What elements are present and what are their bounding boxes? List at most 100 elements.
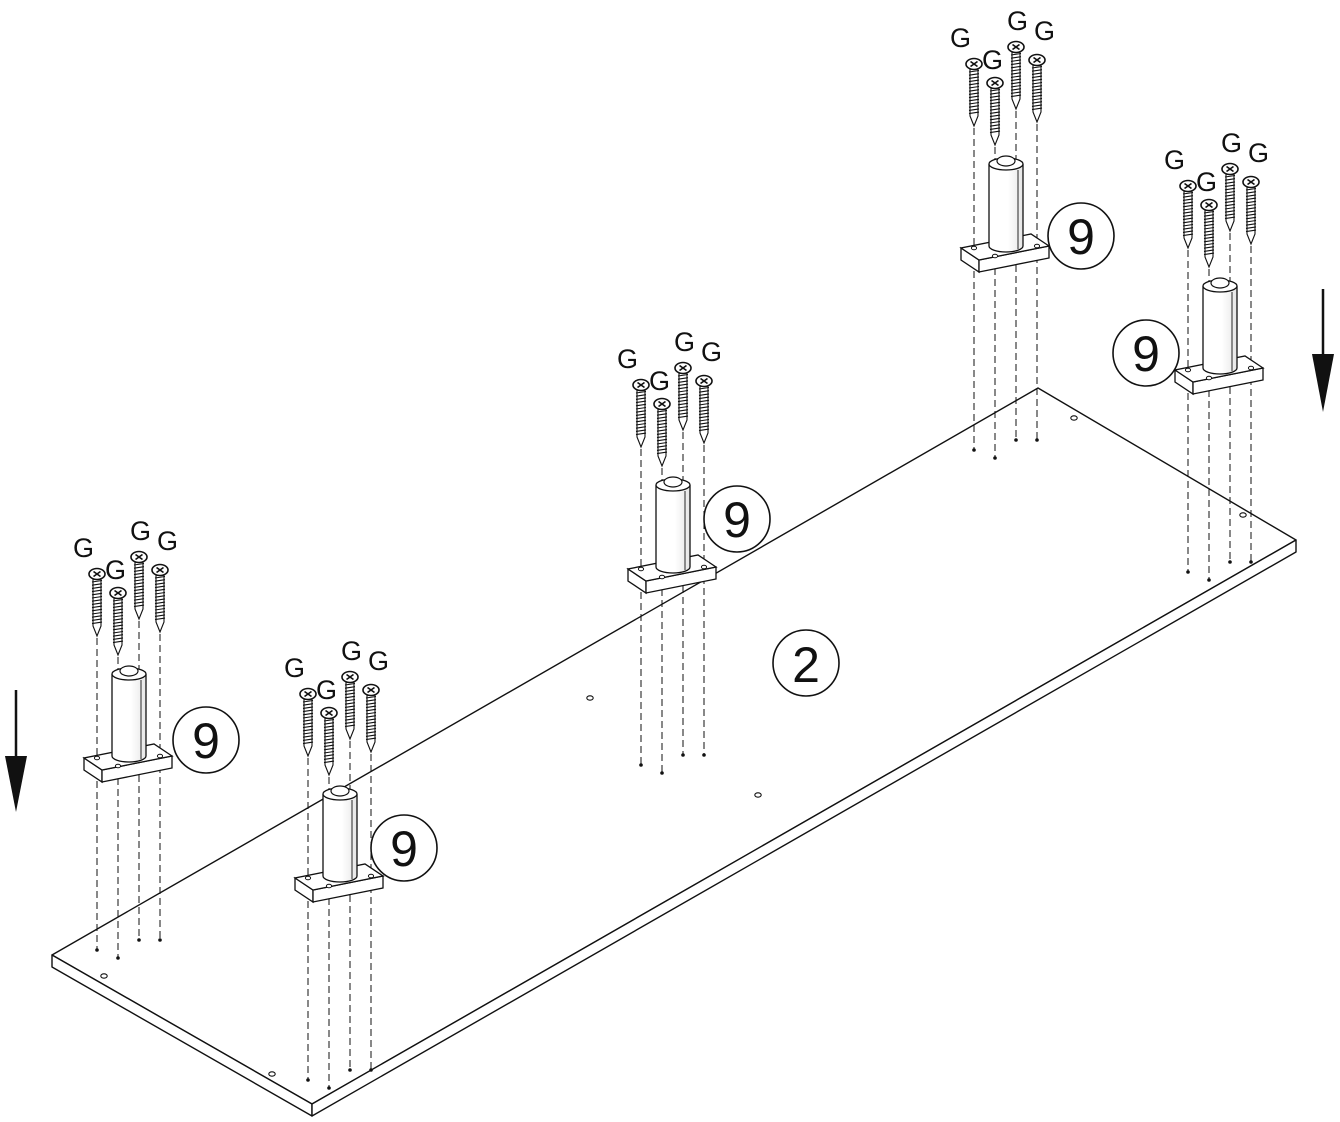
screw-thread <box>1203 252 1215 256</box>
screw-thread <box>968 98 980 102</box>
screw-thread <box>91 583 103 586</box>
plate-hole <box>304 875 312 881</box>
screw-thread <box>112 634 124 637</box>
screw-thread <box>989 130 1001 134</box>
hole-mark <box>681 753 685 757</box>
screw <box>109 586 127 657</box>
screw-thread <box>1203 226 1215 230</box>
screw-thread <box>677 415 689 419</box>
screw-thread <box>302 738 314 741</box>
screw-thread <box>112 637 124 640</box>
screw-thread <box>968 76 980 79</box>
hole-mark <box>1035 438 1039 442</box>
screw-thread <box>365 721 377 725</box>
screw-thread <box>635 413 647 416</box>
board-callout-circle <box>772 629 840 697</box>
screw-thread <box>1010 75 1022 78</box>
screw-cross <box>156 566 164 574</box>
screw-thread <box>1031 88 1043 91</box>
screw-thread <box>1203 239 1215 243</box>
screw-thread <box>302 709 314 713</box>
screw-thread <box>656 438 668 442</box>
screw-thread <box>112 624 124 628</box>
screw-cross <box>991 79 999 87</box>
screw-thread <box>365 734 377 737</box>
screw-thread <box>989 104 1001 108</box>
screw-thread <box>91 586 103 589</box>
hole-mark <box>1014 438 1018 442</box>
screw-thread <box>344 698 356 702</box>
screw-label: G <box>368 646 389 676</box>
leg-post-stud <box>996 155 1016 167</box>
hole-mark <box>158 938 162 942</box>
screw-thread <box>1031 81 1043 85</box>
screw-cross <box>637 381 645 389</box>
screw-thread <box>112 640 124 644</box>
hole-mark <box>660 771 664 775</box>
screw-thread <box>1245 197 1257 201</box>
screw-label: G <box>1221 128 1242 158</box>
screw-thread <box>91 592 103 596</box>
screw <box>130 550 148 621</box>
screw-thread <box>698 418 710 422</box>
screw <box>341 670 359 741</box>
screw-thread <box>91 579 103 583</box>
screw <box>1179 179 1197 250</box>
leg-post <box>988 164 1024 253</box>
hole-mark <box>327 1086 331 1090</box>
screw <box>362 683 380 754</box>
screw-thread <box>112 602 124 605</box>
leg-callout-circle <box>1047 202 1115 270</box>
screw-thread <box>968 85 980 89</box>
screw-thread <box>1031 78 1043 82</box>
screw-cross <box>1247 178 1255 186</box>
screw-thread <box>677 389 689 393</box>
screw-thread <box>1010 62 1022 66</box>
plate-hole <box>970 245 978 251</box>
screw-label: G <box>130 516 151 546</box>
screw-label: G <box>1248 138 1269 168</box>
screw-thread <box>1010 78 1022 82</box>
screw-thread <box>1031 72 1043 75</box>
screw <box>653 397 671 468</box>
screw-thread <box>1203 236 1215 240</box>
leg-callout-circle <box>172 706 240 774</box>
screw-thread <box>1010 72 1022 75</box>
screw-cross <box>1033 56 1041 64</box>
screw-thread <box>698 386 710 390</box>
screw-thread <box>344 689 356 692</box>
screw-thread <box>1031 69 1043 72</box>
screw-thread <box>1182 198 1194 201</box>
screw-thread <box>1224 194 1236 197</box>
screw-thread <box>656 416 668 419</box>
screw-thread <box>302 719 314 722</box>
screw-thread <box>677 396 689 399</box>
screw-thread <box>656 451 668 455</box>
screw-thread <box>365 724 377 728</box>
screw-thread <box>112 618 124 621</box>
screw-thread <box>365 699 377 702</box>
screw-thread <box>677 373 689 377</box>
screw-thread <box>133 562 145 566</box>
screw-label: G <box>701 337 722 367</box>
screw-thread <box>1245 207 1257 210</box>
screw-thread <box>133 601 145 604</box>
screw-thread <box>1182 195 1194 198</box>
plate-hole <box>1033 243 1041 249</box>
board-right-edge <box>311 539 1297 1117</box>
screw-thread <box>1224 210 1236 213</box>
screw-thread <box>323 731 335 735</box>
screw-thread <box>989 127 1001 130</box>
leg-post-stud <box>1210 277 1230 289</box>
screw-thread <box>635 397 647 400</box>
screw-thread <box>1031 107 1043 111</box>
screw-thread <box>133 604 145 608</box>
screw-thread <box>1182 230 1194 233</box>
plate-hole <box>637 566 645 572</box>
screw-label: G <box>341 636 362 666</box>
screw-thread <box>344 718 356 721</box>
screw-thread <box>1203 217 1215 220</box>
screw-thread <box>698 409 710 412</box>
